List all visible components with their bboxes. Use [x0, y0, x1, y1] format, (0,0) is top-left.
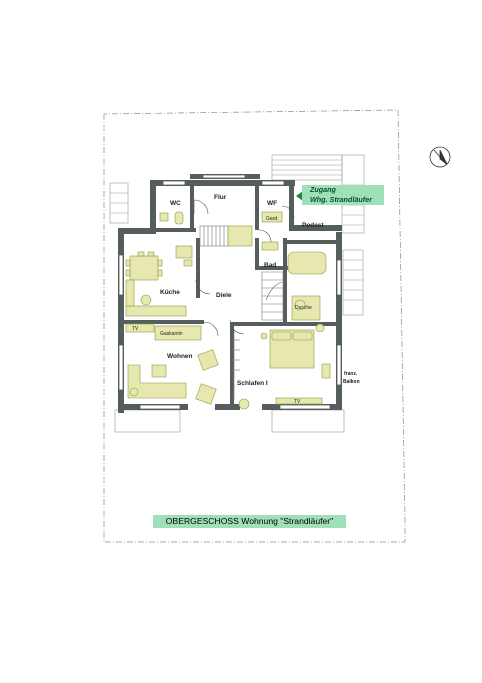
label-bad: Bad — [264, 262, 276, 269]
entrance-label: Zugang Whg. Strandläufer — [302, 185, 384, 205]
entrance-line-2: Whg. Strandläufer — [310, 194, 372, 204]
interior-stairs — [199, 225, 284, 400]
bathtub — [287, 251, 327, 275]
kitchen-island — [125, 279, 135, 307]
entrance-arrow-icon — [296, 191, 303, 201]
kitchen-plant — [140, 294, 152, 306]
windows — [118, 174, 342, 410]
label-diele: Diele — [216, 292, 232, 299]
armchair-2 — [195, 383, 217, 405]
label-wf: WF — [267, 200, 277, 207]
furniture — [125, 211, 331, 410]
label-gaskamin: Gaskamin — [160, 331, 183, 337]
label-balkon-1: franz. — [344, 371, 358, 377]
coffee-table — [151, 364, 167, 378]
doors — [193, 199, 295, 337]
label-podest: Podest — [302, 222, 325, 229]
label-balkon-2: Balkon — [343, 379, 360, 385]
sideboard — [125, 323, 155, 333]
wc-toilet — [174, 211, 184, 225]
label-flur: Flur — [214, 194, 227, 201]
label-gard: Gard. — [266, 216, 279, 222]
label-dusche: Dusche — [295, 305, 312, 311]
wc-basin — [159, 212, 169, 222]
fireplace — [154, 325, 202, 341]
sofa — [127, 364, 187, 399]
tv-board — [275, 397, 323, 405]
label-schlafen: Schlafen I — [237, 380, 268, 387]
north-arrow-icon — [429, 146, 451, 168]
label-tv-1: TV — [132, 326, 139, 332]
room-labels: WC Flur WF Gard. Podest Bad Küche Diele … — [132, 194, 360, 405]
plan-title: OBERGESCHOSS Wohnung "Strandläufer" — [153, 515, 346, 528]
dining-table — [129, 255, 159, 281]
plot-boundary — [103, 109, 406, 543]
label-wohnen: Wohnen — [167, 353, 193, 360]
armchair-1 — [197, 349, 219, 371]
kitchen-counter — [125, 305, 187, 317]
label-wc: WC — [170, 200, 181, 207]
exterior-stairs — [109, 154, 365, 433]
label-kueche: Küche — [160, 289, 180, 296]
entrance-line-1: Zugang — [310, 185, 336, 194]
wardrobe — [227, 225, 253, 247]
label-tv-2: TV — [294, 399, 301, 405]
wf-washer — [261, 211, 283, 223]
